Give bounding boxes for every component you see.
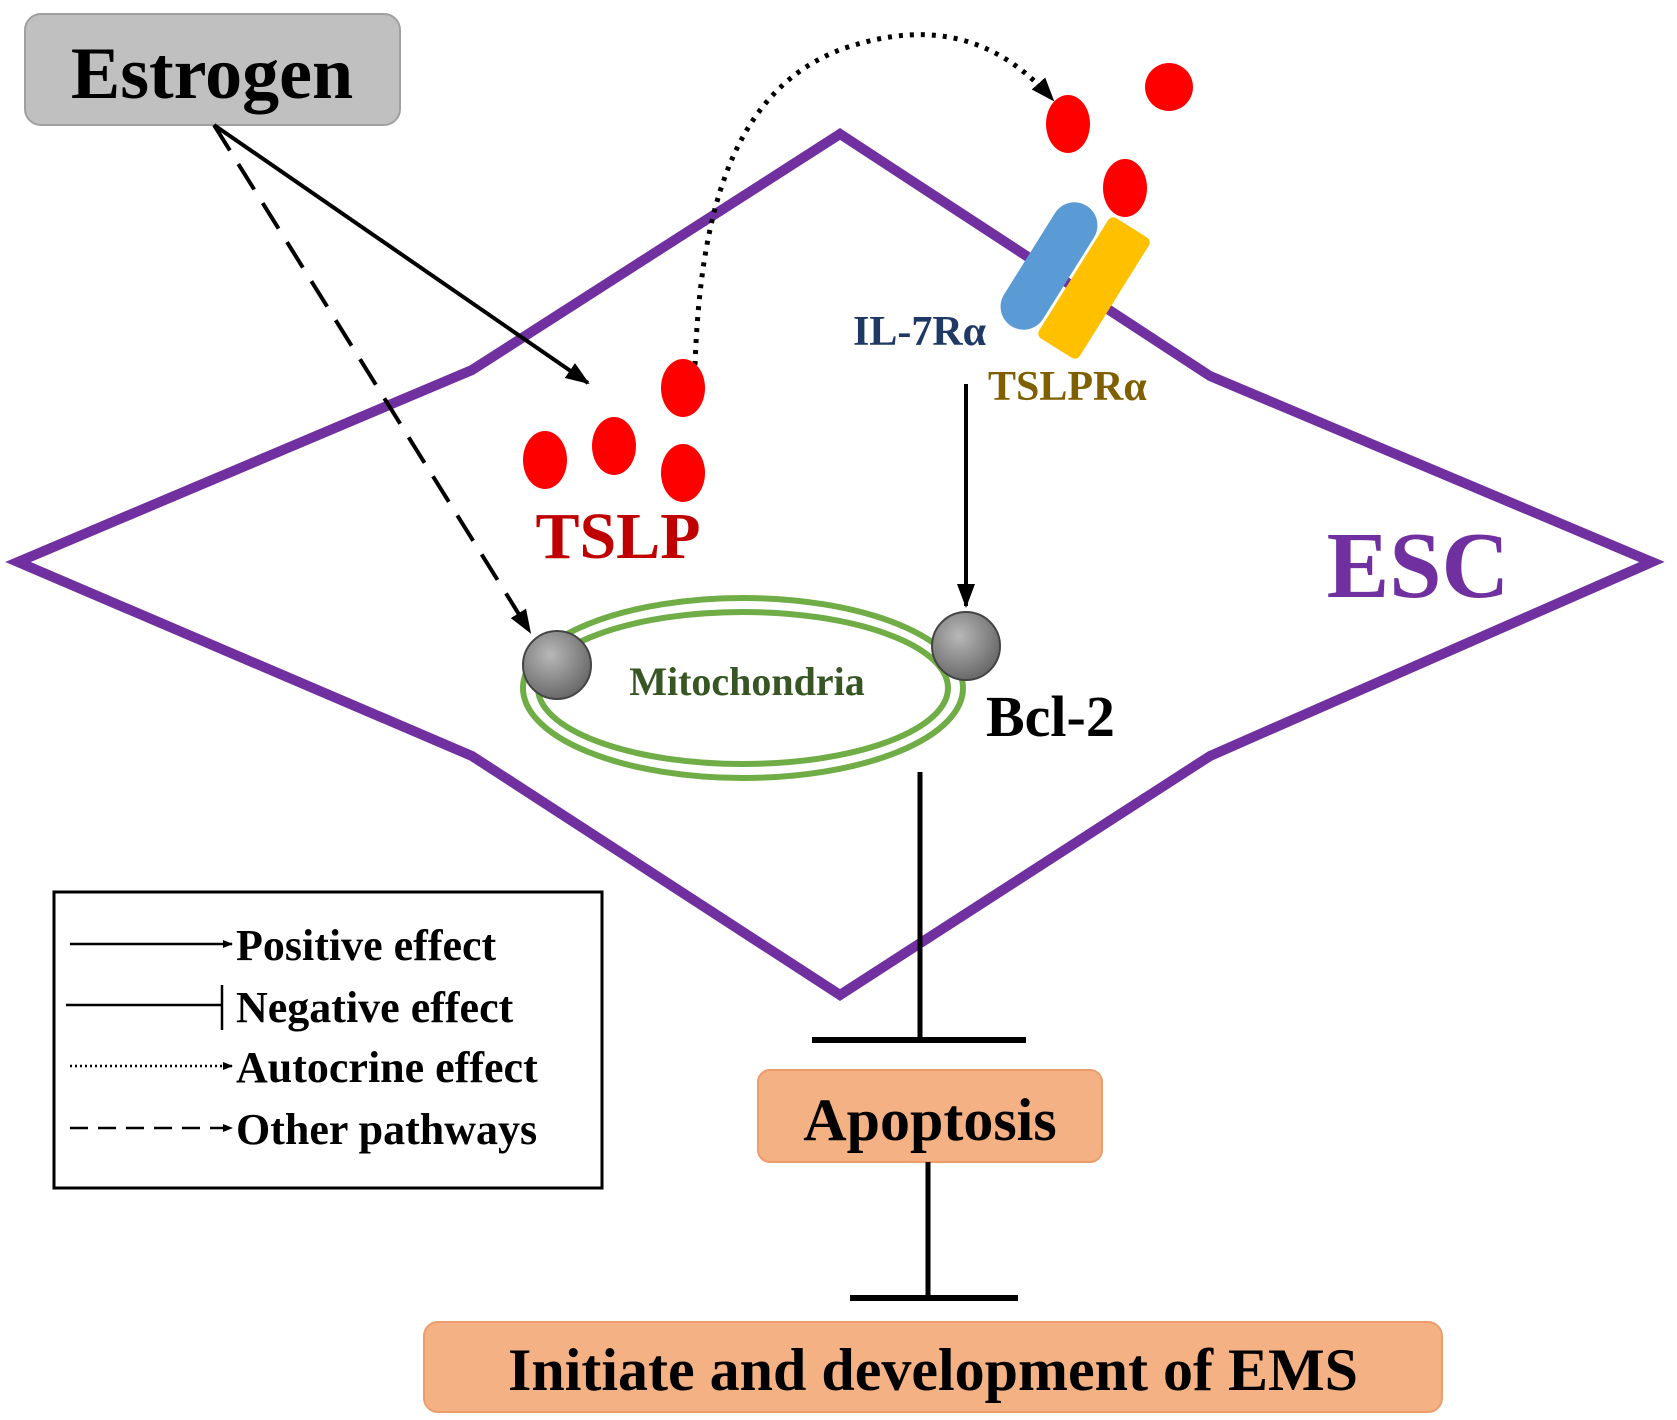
tslp-label: TSLP	[535, 500, 700, 573]
estrogen-to-mitochondria-dashed-arrow	[212, 123, 532, 634]
il7r-receptor	[1000, 202, 1098, 330]
mitochondria-label: Mitochondria	[629, 659, 865, 704]
tslp-particle	[1046, 95, 1090, 153]
tslp-particle	[1145, 63, 1193, 111]
tslp-particle	[661, 444, 705, 502]
tslp-particle	[523, 431, 567, 489]
esc-label: ESC	[1327, 514, 1510, 618]
bcl2-protein	[931, 611, 1001, 681]
tslpr-receptor	[1038, 217, 1150, 359]
mitochondria-outer-membrane	[520, 595, 966, 781]
ems-label: Initiate and development of EMS	[508, 1337, 1358, 1403]
estrogen-to-tslp-arrow	[212, 123, 590, 385]
il7r-label: IL-7Rα	[853, 309, 987, 355]
tslpr-label: TSLPRα	[988, 364, 1147, 410]
legend-other-label: Other pathways	[236, 1105, 537, 1154]
legend-positive-label: Positive effect	[236, 921, 497, 970]
estrogen-box	[24, 13, 401, 126]
esc-cell-outline	[5, 128, 1665, 1001]
autocrine-dotted-arrow	[692, 32, 1055, 366]
legend-box	[52, 890, 604, 1190]
bcl2-label: Bcl-2	[986, 684, 1115, 749]
tslp-particle	[592, 417, 636, 475]
estrogen-label: Estrogen	[71, 33, 353, 115]
legend-autocrine-label: Autocrine effect	[236, 1043, 538, 1092]
mitochondria-protein-left	[522, 630, 592, 700]
legend: Positive effect Negative effect Autocrin…	[52, 890, 604, 1190]
tslp-particle	[1103, 159, 1147, 217]
ems-box	[423, 1321, 1443, 1413]
legend-negative-label: Negative effect	[236, 983, 514, 1032]
tslp-particle	[661, 359, 705, 417]
apoptosis-label: Apoptosis	[803, 1087, 1056, 1153]
